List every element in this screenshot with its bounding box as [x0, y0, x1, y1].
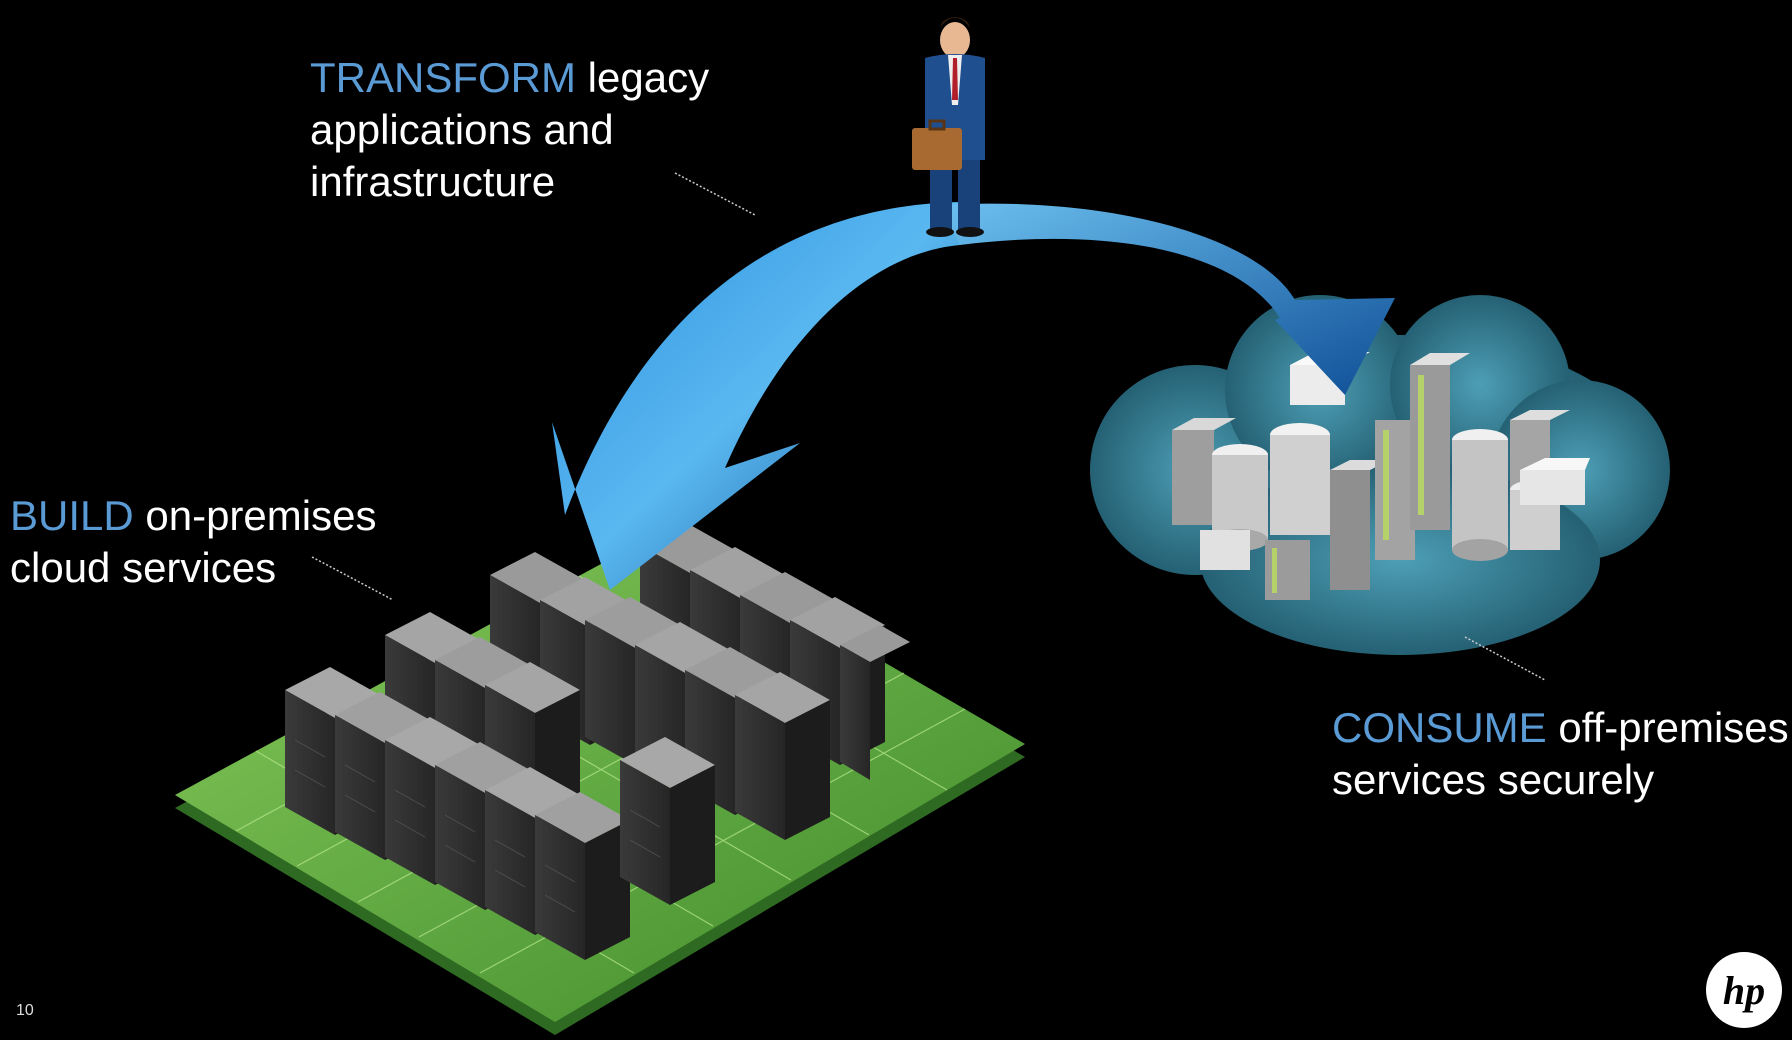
transform-arrow-left [552, 202, 960, 590]
hp-logo: hp [1706, 952, 1782, 1028]
transform-arrow-right [940, 203, 1395, 395]
transform-line1: legacy [576, 54, 710, 101]
consume-caption: CONSUME off-premises services securely [1332, 702, 1789, 806]
leader-lines [311, 172, 1546, 681]
rack-row-front [285, 667, 715, 960]
transform-line3: infrastructure [310, 158, 556, 205]
page-number: 10 [16, 1002, 34, 1019]
consume-line2: services securely [1332, 756, 1655, 803]
server-racks [285, 522, 910, 960]
consume-keyword: CONSUME [1332, 704, 1547, 751]
build-line1: on-premises [133, 492, 377, 539]
build-line2: cloud services [10, 544, 277, 591]
build-keyword: BUILD [10, 492, 134, 539]
consume-line1: off-premises [1546, 704, 1789, 751]
transform-caption: TRANSFORM legacy applications and infras… [310, 52, 709, 208]
hp-logo-text: hp [1723, 968, 1765, 1013]
businessman-figure [912, 17, 985, 237]
transform-line2: applications and [310, 106, 614, 153]
transform-keyword: TRANSFORM [310, 54, 576, 101]
build-caption: BUILD on-premises cloud services [10, 490, 376, 594]
